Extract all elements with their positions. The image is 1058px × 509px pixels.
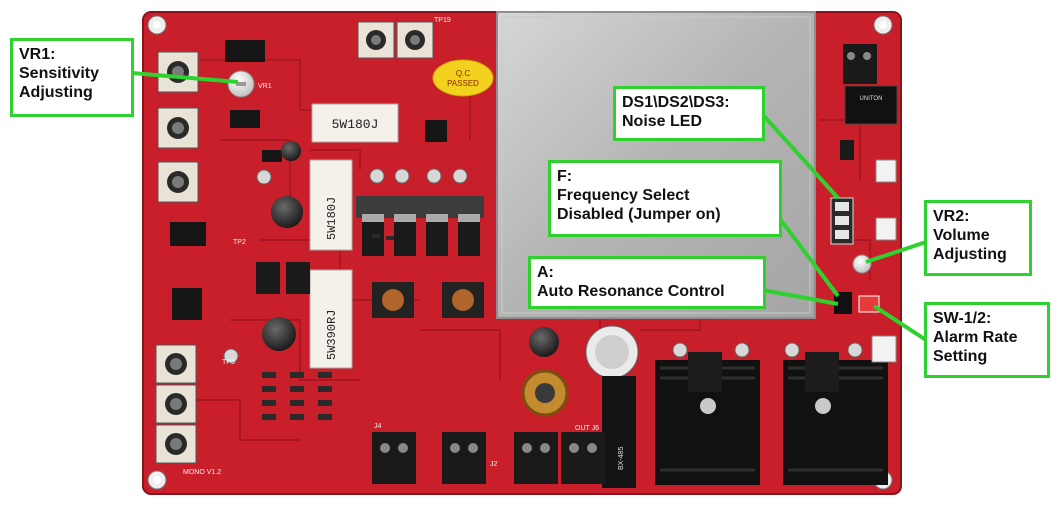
callout-f-title: F: — [557, 168, 573, 185]
silkscreen: Q.C PASSED 5W180J 5W180J 5W390RJ MONO V1… — [183, 17, 911, 476]
callout-vr1-title: VR1: — [19, 46, 56, 63]
transistor-row — [256, 196, 484, 294]
resistor-label-2: 5W180J — [325, 197, 339, 240]
callout-vr2-line2: Volume — [933, 227, 990, 244]
resistor-label-3: 5W390RJ — [325, 310, 339, 360]
qc-text-2: PASSED — [447, 79, 479, 88]
callout-f: F: Frequency Select Disabled (Jumper on) — [548, 160, 782, 237]
callout-vr1: VR1: Sensitivity Adjusting — [10, 38, 134, 117]
bottom-terminal-blocks — [372, 432, 605, 484]
resistor-label-1: 5W180J — [332, 117, 379, 132]
callout-f-line3: Disabled (Jumper on) — [557, 206, 721, 223]
j4-mark: J4 — [374, 423, 382, 430]
callout-f-line2: Frequency Select — [557, 187, 690, 204]
callout-leaders — [131, 71, 928, 342]
callout-ds: DS1\DS2\DS3: Noise LED — [613, 86, 765, 141]
callout-vr1-line2: Sensitivity — [19, 65, 100, 82]
power-resistors — [309, 103, 399, 369]
vr1-potentiometer — [227, 70, 255, 98]
version-mark: MONO V1.2 — [183, 469, 221, 476]
inductors — [372, 282, 569, 417]
top-trimmers — [357, 21, 434, 59]
callout-a-line2: Auto Resonance Control — [537, 283, 725, 300]
tp19-mark: TP19 — [434, 17, 451, 24]
callout-ds-line2: Noise LED — [622, 113, 703, 130]
callout-vr2-line3: Adjusting — [933, 246, 1007, 263]
out-mark: OUT J6 — [575, 425, 599, 432]
callout-sw-title: SW-1/2: — [933, 310, 992, 327]
callout-sw-line2: Alarm Rate — [933, 329, 1018, 346]
power-mark: POWER — [904, 366, 911, 392]
ic-chips — [170, 40, 447, 320]
vr1-mark: VR1 — [258, 83, 272, 90]
choke-label: BX-485 — [618, 447, 625, 470]
choke-body — [602, 376, 636, 488]
j2-mark: J2 — [490, 461, 498, 468]
callout-ds-title: DS1\DS2\DS3: — [622, 94, 730, 111]
callout-vr2: VR2: Volume Adjusting — [924, 200, 1032, 276]
tp2-mark: TP2 — [233, 239, 246, 246]
smd-components — [262, 234, 394, 420]
callout-vr2-title: VR2: — [933, 208, 970, 225]
tp3-mark: TP3 — [222, 359, 235, 366]
callout-sw-line3: Setting — [933, 348, 988, 365]
left-terminal-blocks — [155, 51, 199, 464]
qc-text-1: Q.C — [456, 69, 470, 78]
callout-vr1-line3: Adjusting — [19, 84, 93, 101]
capacitors — [223, 141, 863, 379]
callout-a-title: A: — [537, 264, 554, 281]
qc-sticker — [432, 59, 494, 97]
callout-sw: SW-1/2: Alarm Rate Setting — [924, 302, 1050, 378]
heatsinks — [655, 352, 888, 485]
callout-a: A: Auto Resonance Control — [528, 256, 766, 309]
relay-brand: UNITON — [860, 96, 883, 102]
